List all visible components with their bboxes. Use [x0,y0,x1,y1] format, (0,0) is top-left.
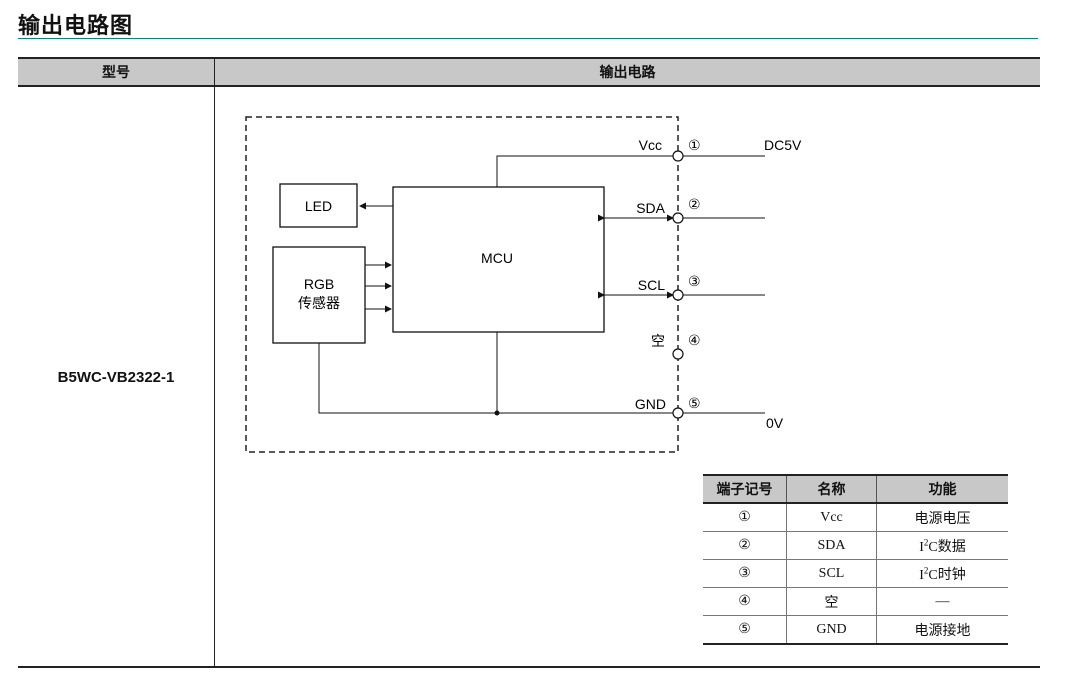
dc5v-label: DC5V [764,137,802,153]
model-number: B5WC-VB2322-1 [57,369,175,386]
table-row: ① Vcc 电源电压 [703,502,1008,532]
mcu-block [392,186,605,333]
zero-volt-label: 0V [766,415,784,431]
table-row: ④ 空 — [703,587,1008,616]
terminal-2 [672,212,684,224]
terminal-function: 电源电压 [876,502,1008,532]
terminal-name: SCL [786,559,877,588]
terminal-3 [672,289,684,301]
terminal-mark: ⑤ [703,615,787,645]
gnd-junction [494,410,500,416]
module-boundary [245,116,679,453]
pin-mark: ⑤ [688,395,701,411]
page-title: 输出电路图 [18,13,134,38]
column-divider [214,59,215,666]
terminal-function: I2C数据 [876,531,1008,560]
spec-table: 型号 输出电路 B5WC-VB2322-1 [18,57,1040,668]
terminal-4 [672,348,684,360]
table-row: ③ SCL I2C时钟 [703,559,1008,588]
terminal-5 [672,407,684,419]
terminal-table-header: 端子记号 [703,474,787,504]
led-block [279,183,358,228]
table-row: ⑤ GND 电源接地 [703,615,1008,645]
header-model: 型号 [102,64,130,80]
pin-mark: ① [688,137,701,153]
rgb-label: RGB [304,276,334,292]
terminal-name: Vcc [786,502,877,532]
pin-signal-label: Vcc [639,137,662,153]
terminal-function: 电源接地 [876,615,1008,645]
pin-signal-label: SDA [636,200,665,216]
terminal-1 [672,150,684,162]
header-output-circuit: 输出电路 [599,64,656,80]
sensor-label: 传感器 [298,295,340,311]
terminal-name: SDA [786,531,877,560]
terminal-table: 端子记号 名称 功能 ① Vcc 电源电压 ② SDA I2C数据 ③ SCL … [703,474,1008,645]
pin-signal-label: GND [635,396,666,412]
pin-mark: ② [688,196,701,212]
rgb-sensor-block [272,246,366,344]
terminal-mark: ① [703,502,787,532]
pin-signal-label: SCL [638,277,665,293]
table-row: ② SDA I2C数据 [703,531,1008,560]
pin-mark: ④ [688,332,701,348]
terminal-name: 空 [786,587,877,616]
vcc-wire [496,155,673,187]
terminal-function: I2C时钟 [876,559,1008,588]
pin-signal-label: 空 [651,333,665,349]
led-label: LED [305,198,332,214]
terminal-table-header: 名称 [786,474,877,504]
terminal-mark: ④ [703,587,787,616]
terminal-mark: ② [703,531,787,560]
terminal-name: GND [786,615,877,645]
spec-table-header: 型号 输出电路 [18,59,1040,87]
gnd-wire [318,343,673,414]
mcu-label: MCU [481,250,513,266]
pin-mark: ③ [688,273,701,289]
terminal-mark: ③ [703,559,787,588]
title-divider [18,38,1038,39]
terminal-function: — [876,587,1008,616]
terminal-table-header: 功能 [876,474,1008,504]
